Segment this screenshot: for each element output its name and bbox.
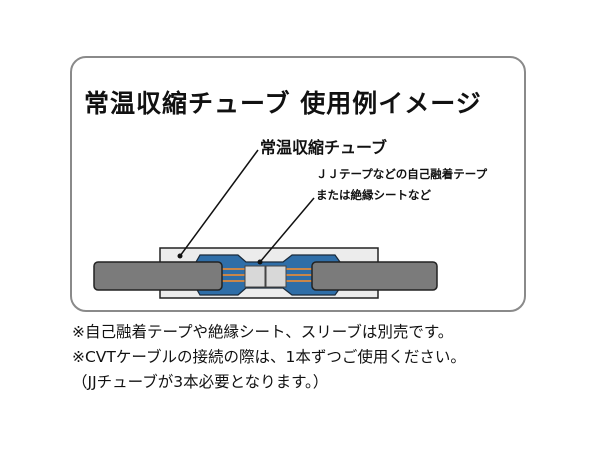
tube-label: 常温収縮チューブ <box>260 138 388 157</box>
diagram-frame <box>70 56 526 312</box>
note-2: ※CVTケーブルの接続の際は、1本ずつご使用ください。 <box>72 348 466 366</box>
cable-left <box>93 261 223 291</box>
tape-label: ＪＪテープなどの自己融着テープ または絶縁シートなど <box>316 164 487 206</box>
sleeve-connector-right <box>265 265 287 288</box>
note-3: （JJチューブが3本必要となります。） <box>72 373 329 391</box>
tape-leader-line <box>259 197 315 263</box>
tape-label-line1: ＪＪテープなどの自己融着テープ <box>316 167 488 181</box>
cable-right <box>311 261 438 291</box>
tape-label-line2: または絶縁シートなど <box>316 188 431 202</box>
tube-leader-line <box>179 149 259 257</box>
diagram-title: 常温収縮チューブ 使用例イメージ <box>84 89 482 118</box>
sleeve-connector-left <box>244 265 266 288</box>
note-1: ※自己融着テープや絶縁シート、スリーブは別売です。 <box>72 323 454 341</box>
